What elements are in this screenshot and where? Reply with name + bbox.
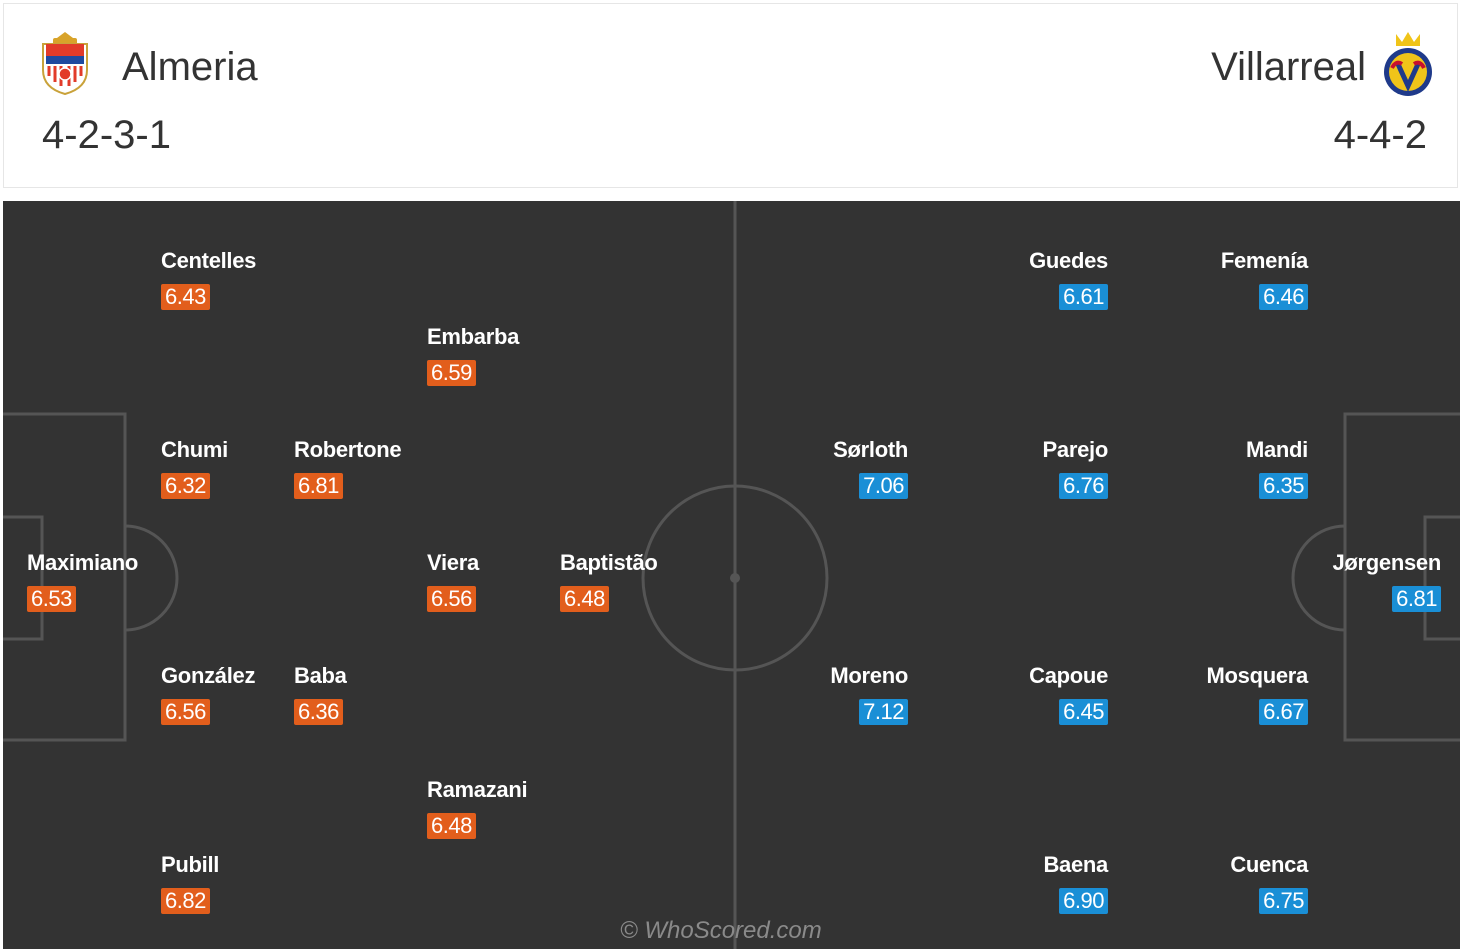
- player-name: Baptistão: [560, 550, 658, 575]
- player-rating: 6.75: [1259, 888, 1308, 914]
- player-rating: 6.81: [294, 473, 343, 499]
- player-name: Parejo: [1042, 437, 1109, 462]
- player-rating: 6.48: [427, 813, 476, 839]
- player-away-moreno[interactable]: Moreno 7.12: [758, 663, 908, 725]
- player-name: Cuenca: [1230, 852, 1308, 877]
- player-name: Baba: [294, 663, 347, 688]
- player-name: Sørloth: [833, 437, 908, 462]
- player-home-gonzalez[interactable]: González 6.56: [161, 663, 311, 725]
- player-rating: 6.48: [560, 586, 609, 612]
- player-away-mosquera[interactable]: Mosquera 6.67: [1158, 663, 1308, 725]
- player-rating: 6.90: [1059, 888, 1108, 914]
- player-away-mandi[interactable]: Mandi 6.35: [1158, 437, 1308, 499]
- pitch: Centelles 6.43 Embarba 6.59 Chumi 6.32 R…: [3, 201, 1460, 949]
- player-name: Moreno: [830, 663, 908, 688]
- player-away-sorloth[interactable]: Sørloth 7.06: [758, 437, 908, 499]
- player-rating: 6.45: [1059, 699, 1108, 725]
- player-rating: 6.36: [294, 699, 343, 725]
- player-home-chumi[interactable]: Chumi 6.32: [161, 437, 311, 499]
- match-header: Almeria 4-2-3-1 Villarreal 4-4-2: [3, 3, 1458, 188]
- player-rating: 7.06: [859, 473, 908, 499]
- player-away-jorgensen[interactable]: Jørgensen 6.81: [1291, 550, 1441, 612]
- player-name: Maximiano: [27, 550, 138, 575]
- player-name: Jørgensen: [1332, 550, 1441, 575]
- player-rating: 6.46: [1259, 284, 1308, 310]
- player-rating: 6.81: [1392, 586, 1441, 612]
- player-rating: 6.56: [161, 699, 210, 725]
- player-rating: 7.12: [859, 699, 908, 725]
- player-name: Robertone: [294, 437, 402, 462]
- player-name: Guedes: [1029, 248, 1108, 273]
- player-name: Viera: [427, 550, 479, 575]
- player-rating: 6.67: [1259, 699, 1308, 725]
- player-away-capoue[interactable]: Capoue 6.45: [958, 663, 1108, 725]
- player-name: Embarba: [427, 324, 520, 349]
- player-home-embarba[interactable]: Embarba 6.59: [427, 324, 577, 386]
- player-away-cuenca[interactable]: Cuenca 6.75: [1158, 852, 1308, 914]
- player-away-parejo[interactable]: Parejo 6.76: [958, 437, 1108, 499]
- player-name: Baena: [1043, 852, 1108, 877]
- player-rating: 6.76: [1059, 473, 1108, 499]
- villarreal-crest-icon: [1384, 32, 1432, 96]
- home-formation: 4-2-3-1: [42, 113, 171, 157]
- player-home-pubill[interactable]: Pubill 6.82: [161, 852, 311, 914]
- away-formation: 4-4-2: [1333, 113, 1427, 157]
- player-name: Femenía: [1220, 248, 1308, 273]
- player-name: Chumi: [161, 437, 228, 462]
- player-home-ramazani[interactable]: Ramazani 6.48: [427, 777, 577, 839]
- player-name: Ramazani: [427, 777, 528, 802]
- player-name: Mosquera: [1206, 663, 1308, 688]
- player-away-femenia[interactable]: Femenía 6.46: [1158, 248, 1308, 310]
- player-rating: 6.82: [161, 888, 210, 914]
- player-home-robertone[interactable]: Robertone 6.81: [294, 437, 444, 499]
- player-rating: 6.32: [161, 473, 210, 499]
- watermark: © WhoScored.com: [620, 917, 822, 944]
- player-home-baba[interactable]: Baba 6.36: [294, 663, 444, 725]
- player-rating: 6.61: [1059, 284, 1108, 310]
- almeria-crest-icon: [42, 32, 88, 96]
- player-away-guedes[interactable]: Guedes 6.61: [958, 248, 1108, 310]
- player-rating: 6.35: [1259, 473, 1308, 499]
- away-team-name[interactable]: Villarreal: [1211, 45, 1366, 89]
- pitch-markings: [3, 201, 1460, 949]
- player-home-baptistao[interactable]: Baptistão 6.48: [560, 550, 710, 612]
- player-rating: 6.43: [161, 284, 210, 310]
- player-name: Pubill: [161, 852, 220, 877]
- player-away-baena[interactable]: Baena 6.90: [958, 852, 1108, 914]
- player-home-viera[interactable]: Viera 6.56: [427, 550, 577, 612]
- player-name: Centelles: [161, 248, 257, 273]
- player-home-maximiano[interactable]: Maximiano 6.53: [27, 550, 177, 612]
- player-name: Capoue: [1029, 663, 1108, 688]
- player-home-centelles[interactable]: Centelles 6.43: [161, 248, 311, 310]
- player-name: Mandi: [1245, 437, 1308, 462]
- player-rating: 6.59: [427, 360, 476, 386]
- player-rating: 6.56: [427, 586, 476, 612]
- player-rating: 6.53: [27, 586, 76, 612]
- home-team-name[interactable]: Almeria: [122, 45, 258, 89]
- player-name: González: [161, 663, 256, 688]
